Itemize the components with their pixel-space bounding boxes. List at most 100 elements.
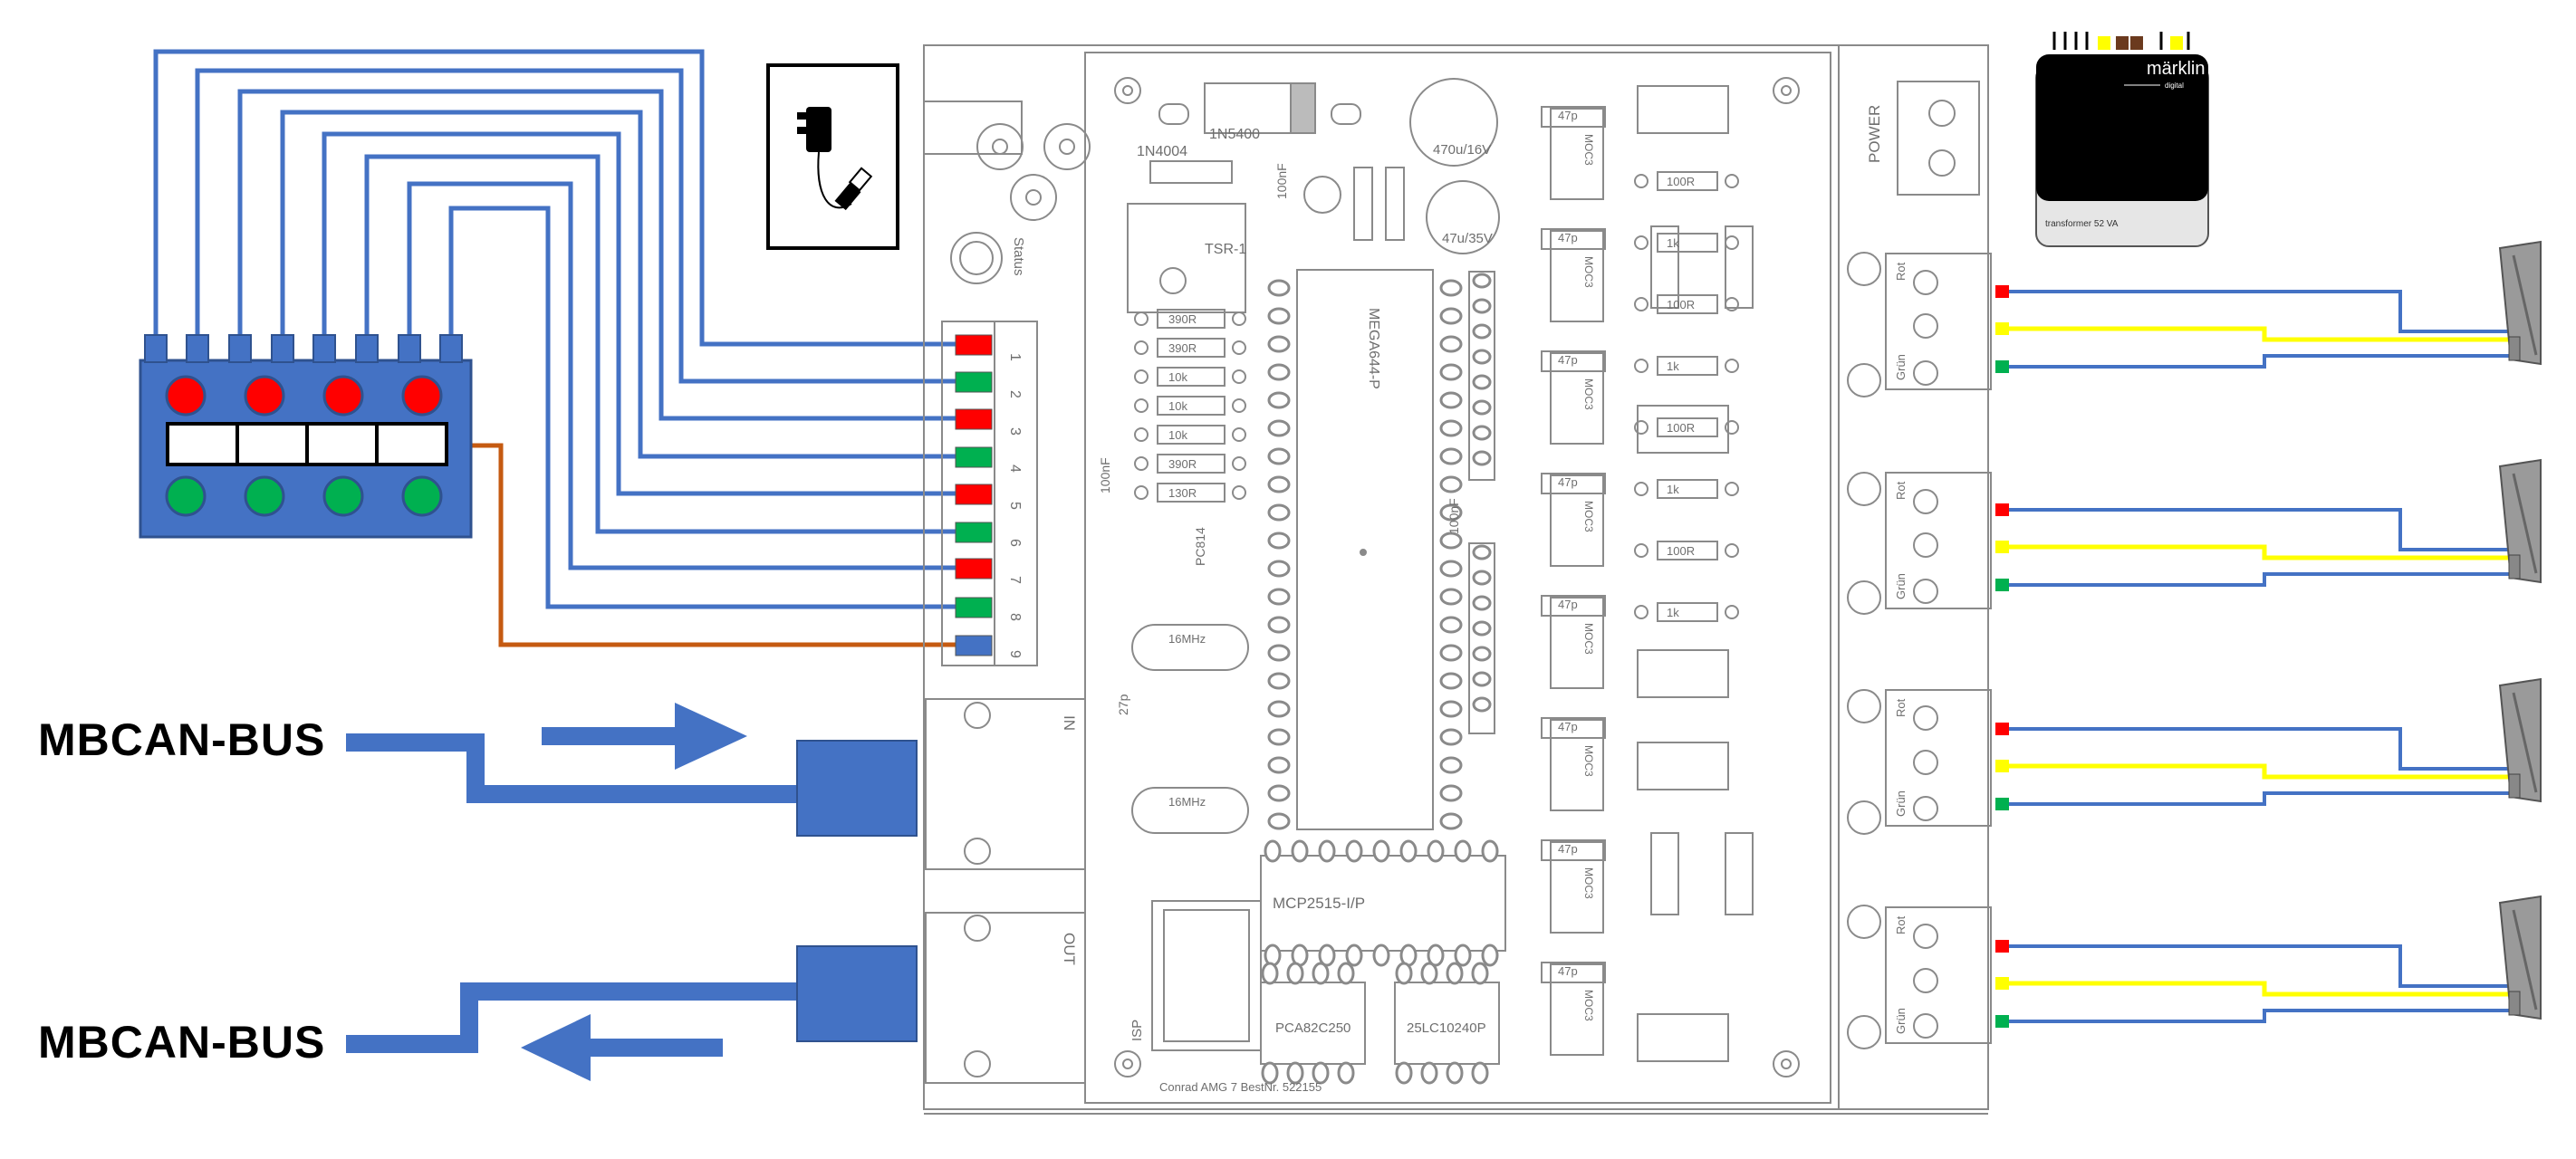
ic-pin (1439, 335, 1463, 353)
resistor-label: 1k (1667, 236, 1679, 250)
ic-pin (1427, 943, 1445, 967)
ic-pin (1267, 616, 1291, 634)
ic-pin (1267, 644, 1291, 662)
resistor-label: 1k (1667, 483, 1679, 496)
in-label: IN (1061, 715, 1078, 731)
bus-out (346, 945, 918, 1081)
green-button[interactable] (401, 475, 443, 517)
ic-pin (1267, 588, 1291, 606)
green-buttons (165, 475, 443, 517)
ic-pin (1286, 962, 1304, 985)
wire-7 (407, 181, 956, 570)
ic-pin (1439, 532, 1463, 550)
transformer: märklin digital transformer 52 VA (2035, 32, 2209, 247)
ic-pin (1439, 812, 1463, 830)
label-strip (166, 422, 448, 466)
ic-pin (1337, 962, 1355, 985)
cap-label: 47p (1558, 842, 1578, 856)
ic-pin (1267, 447, 1291, 465)
turnout-3 (1995, 677, 2542, 810)
side-cap-label: 100nF (1447, 498, 1461, 534)
ic-pin (1439, 279, 1463, 297)
bus-out-plug (796, 945, 918, 1042)
cap-label: 47p (1558, 109, 1578, 122)
moc-label: MOC3 (1582, 378, 1595, 410)
transformer-brand: märklin (2147, 59, 2205, 79)
ic-pin (1267, 700, 1291, 718)
ic-pin (1267, 728, 1291, 746)
ic-pin (1471, 962, 1489, 985)
cap-label: 47p (1558, 475, 1578, 489)
resistor-label: 390R (1168, 312, 1197, 326)
status-label: Status (1011, 237, 1026, 276)
resistor-label: 130R (1168, 486, 1197, 500)
ic-pin (1420, 1061, 1438, 1085)
isp-label: ISP (1129, 1020, 1145, 1041)
ic-main-label: MEGA644-P (1366, 308, 1381, 389)
ic-pin (1267, 475, 1291, 493)
terminal-number: 2 (1007, 390, 1023, 398)
terminal-grun-label: Grün (1894, 1008, 1908, 1034)
ic-pin (1267, 532, 1291, 550)
crystal-2-label: 16MHz (1168, 795, 1206, 809)
wire-6 (364, 154, 956, 534)
bus-in-label: MBCAN-BUS (38, 714, 326, 765)
red-button[interactable] (322, 375, 364, 417)
red-button[interactable] (244, 375, 285, 417)
terminal-markers (955, 334, 993, 656)
cap-big-2-label: 47u/35V (1442, 231, 1493, 246)
resistor-label: 100R (1667, 298, 1695, 311)
ic-pin (1267, 419, 1291, 437)
ic-pin (1345, 943, 1363, 967)
crystal-1-label: 16MHz (1168, 632, 1206, 646)
turnout-icon (2498, 895, 2542, 1020)
turnout-1 (1995, 240, 2542, 373)
control-board (923, 44, 1992, 1115)
ic-pin (1264, 943, 1282, 967)
ic-pin (1439, 616, 1463, 634)
panel-pins (144, 334, 463, 363)
red-button[interactable] (165, 375, 207, 417)
resistor-label: 100R (1667, 175, 1695, 188)
wire-2 (195, 68, 956, 384)
terminal-rot-label: Rot (1894, 262, 1908, 281)
ic-driver-label: PCA82C250 (1275, 1020, 1350, 1036)
wire-3 (237, 89, 956, 421)
wire-4 (280, 110, 956, 459)
terminal-number: 5 (1007, 502, 1023, 510)
ic-pin (1439, 700, 1463, 718)
ic-pin (1439, 307, 1463, 325)
ic-pin (1267, 391, 1291, 409)
resistor-label: 390R (1168, 341, 1197, 355)
cap-labels: 390R390R10k10k10k390R130R100R1k100R1k100… (1168, 109, 1695, 978)
ic-pin (1439, 363, 1463, 381)
ic-pin (1372, 943, 1390, 967)
green-button[interactable] (322, 475, 364, 517)
resistor-label: 1k (1667, 606, 1679, 619)
ic-pin (1267, 756, 1291, 774)
bus-in (346, 703, 918, 837)
ic-can-label: MCP2515-I/P (1273, 895, 1365, 912)
red-button[interactable] (401, 375, 443, 417)
terminal-number: 7 (1007, 576, 1023, 584)
ic-pin (1481, 943, 1499, 967)
green-button[interactable] (165, 475, 207, 517)
resistor-label: 100R (1667, 421, 1695, 435)
ic-pin (1318, 943, 1336, 967)
resistor-label: 10k (1168, 370, 1187, 384)
turnout-4 (1995, 895, 2542, 1028)
ic-pin (1267, 784, 1291, 802)
common-wire (471, 443, 956, 647)
ic-pin (1454, 839, 1472, 863)
turnout-icon (2498, 458, 2542, 584)
cap-label: 47p (1558, 231, 1578, 244)
green-button[interactable] (244, 475, 285, 517)
side-cap-label: 100nF (1098, 457, 1112, 493)
ic-pins (1261, 273, 1499, 1085)
ic-pin (1439, 756, 1463, 774)
ic-pin (1439, 475, 1463, 493)
ic-pin (1481, 839, 1499, 863)
